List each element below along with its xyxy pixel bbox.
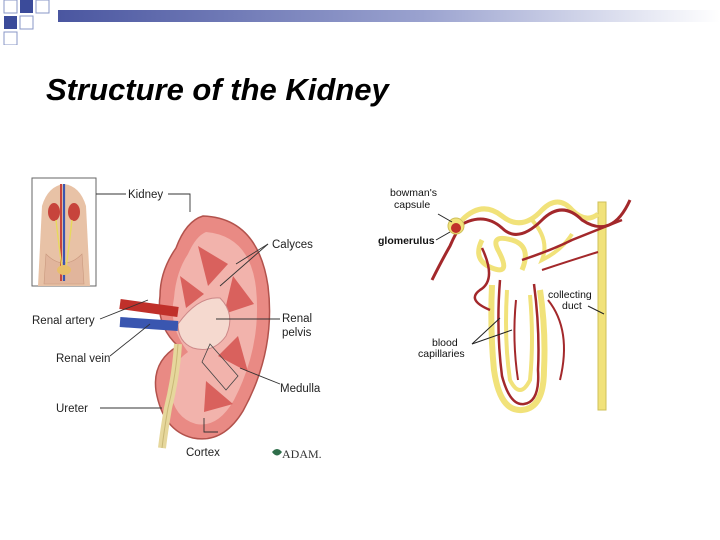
glomerulus-shape [451, 223, 461, 233]
label-bowmans-line2: capsule [394, 199, 430, 211]
label-blood-line1: blood [432, 337, 458, 349]
label-renal-vein: Renal vein [56, 353, 110, 365]
label-ureter: Ureter [56, 403, 88, 415]
label-blood-line2: capillaries [418, 348, 465, 360]
label-kidney: Kidney [128, 189, 163, 201]
corner-decoration [3, 0, 50, 45]
label-renal-artery: Renal artery [32, 315, 95, 327]
label-bowmans-line1: bowman's [390, 187, 437, 199]
kidney-anatomy-figure: Kidney Calyces Renal artery Renal pelvis… [31, 177, 322, 461]
label-renal-pelvis-line2: pelvis [282, 327, 312, 339]
adam-credit: ADAM. [282, 447, 322, 461]
label-calyces: Calyces [272, 239, 313, 251]
label-cortex: Cortex [186, 447, 220, 459]
label-glomerulus: glomerulus [378, 235, 435, 247]
label-collecting-line2: duct [562, 300, 582, 312]
nephron-leader-lines [435, 213, 605, 345]
page-title: Structure of the Kidney [46, 72, 389, 107]
nephron-figure: bowman's capsule glomerulus collecting d… [378, 187, 632, 414]
body-inset-image [31, 177, 97, 287]
adam-logo: ADAM. [272, 447, 322, 461]
header-gradient-bar [58, 10, 720, 22]
label-collecting-line1: collecting [548, 289, 592, 301]
leader-lines [96, 193, 281, 433]
collecting-duct-shape [597, 201, 607, 411]
kidney-cross-section [119, 215, 271, 449]
label-renal-pelvis-line1: Renal [282, 313, 312, 325]
label-medulla: Medulla [280, 383, 321, 395]
